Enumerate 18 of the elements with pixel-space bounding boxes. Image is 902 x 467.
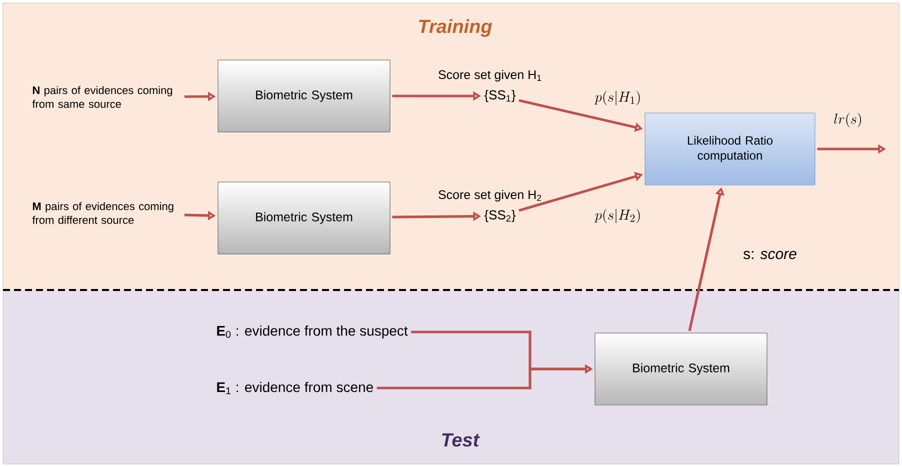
section-title: Test xyxy=(442,433,480,447)
edge-label: s: score xyxy=(743,250,796,260)
input-text: N pairs of evidences coming from same source xyxy=(32,86,172,108)
process-box: Biometric System xyxy=(218,60,390,132)
score-set-caption: Score set given H$_{2}$ xyxy=(438,190,542,202)
edge-label: $p(s|H_2)$ xyxy=(594,208,640,224)
edge-label: $p(s|H_1)$ xyxy=(594,90,640,106)
computation-box: Likelihood Ratio computation xyxy=(644,112,816,186)
evidence-text: E$_{0}$ : evidence from the suspect xyxy=(217,325,408,339)
evidence-text: E$_{1}$ : evidence from scene xyxy=(217,382,373,394)
score-set: {SS$_{2}$} xyxy=(484,210,516,222)
input-text: M pairs of evidences coming from different source xyxy=(32,202,174,224)
score-set-caption: Score set given H$_{1}$ xyxy=(438,70,542,82)
process-box: Biometric System xyxy=(218,182,390,254)
score-set: {SS$_{1}$} xyxy=(484,90,516,102)
edge-label: $lr(s)$ xyxy=(834,112,862,128)
section-title: Training xyxy=(419,19,492,37)
process-box: Biometric System xyxy=(594,332,768,406)
